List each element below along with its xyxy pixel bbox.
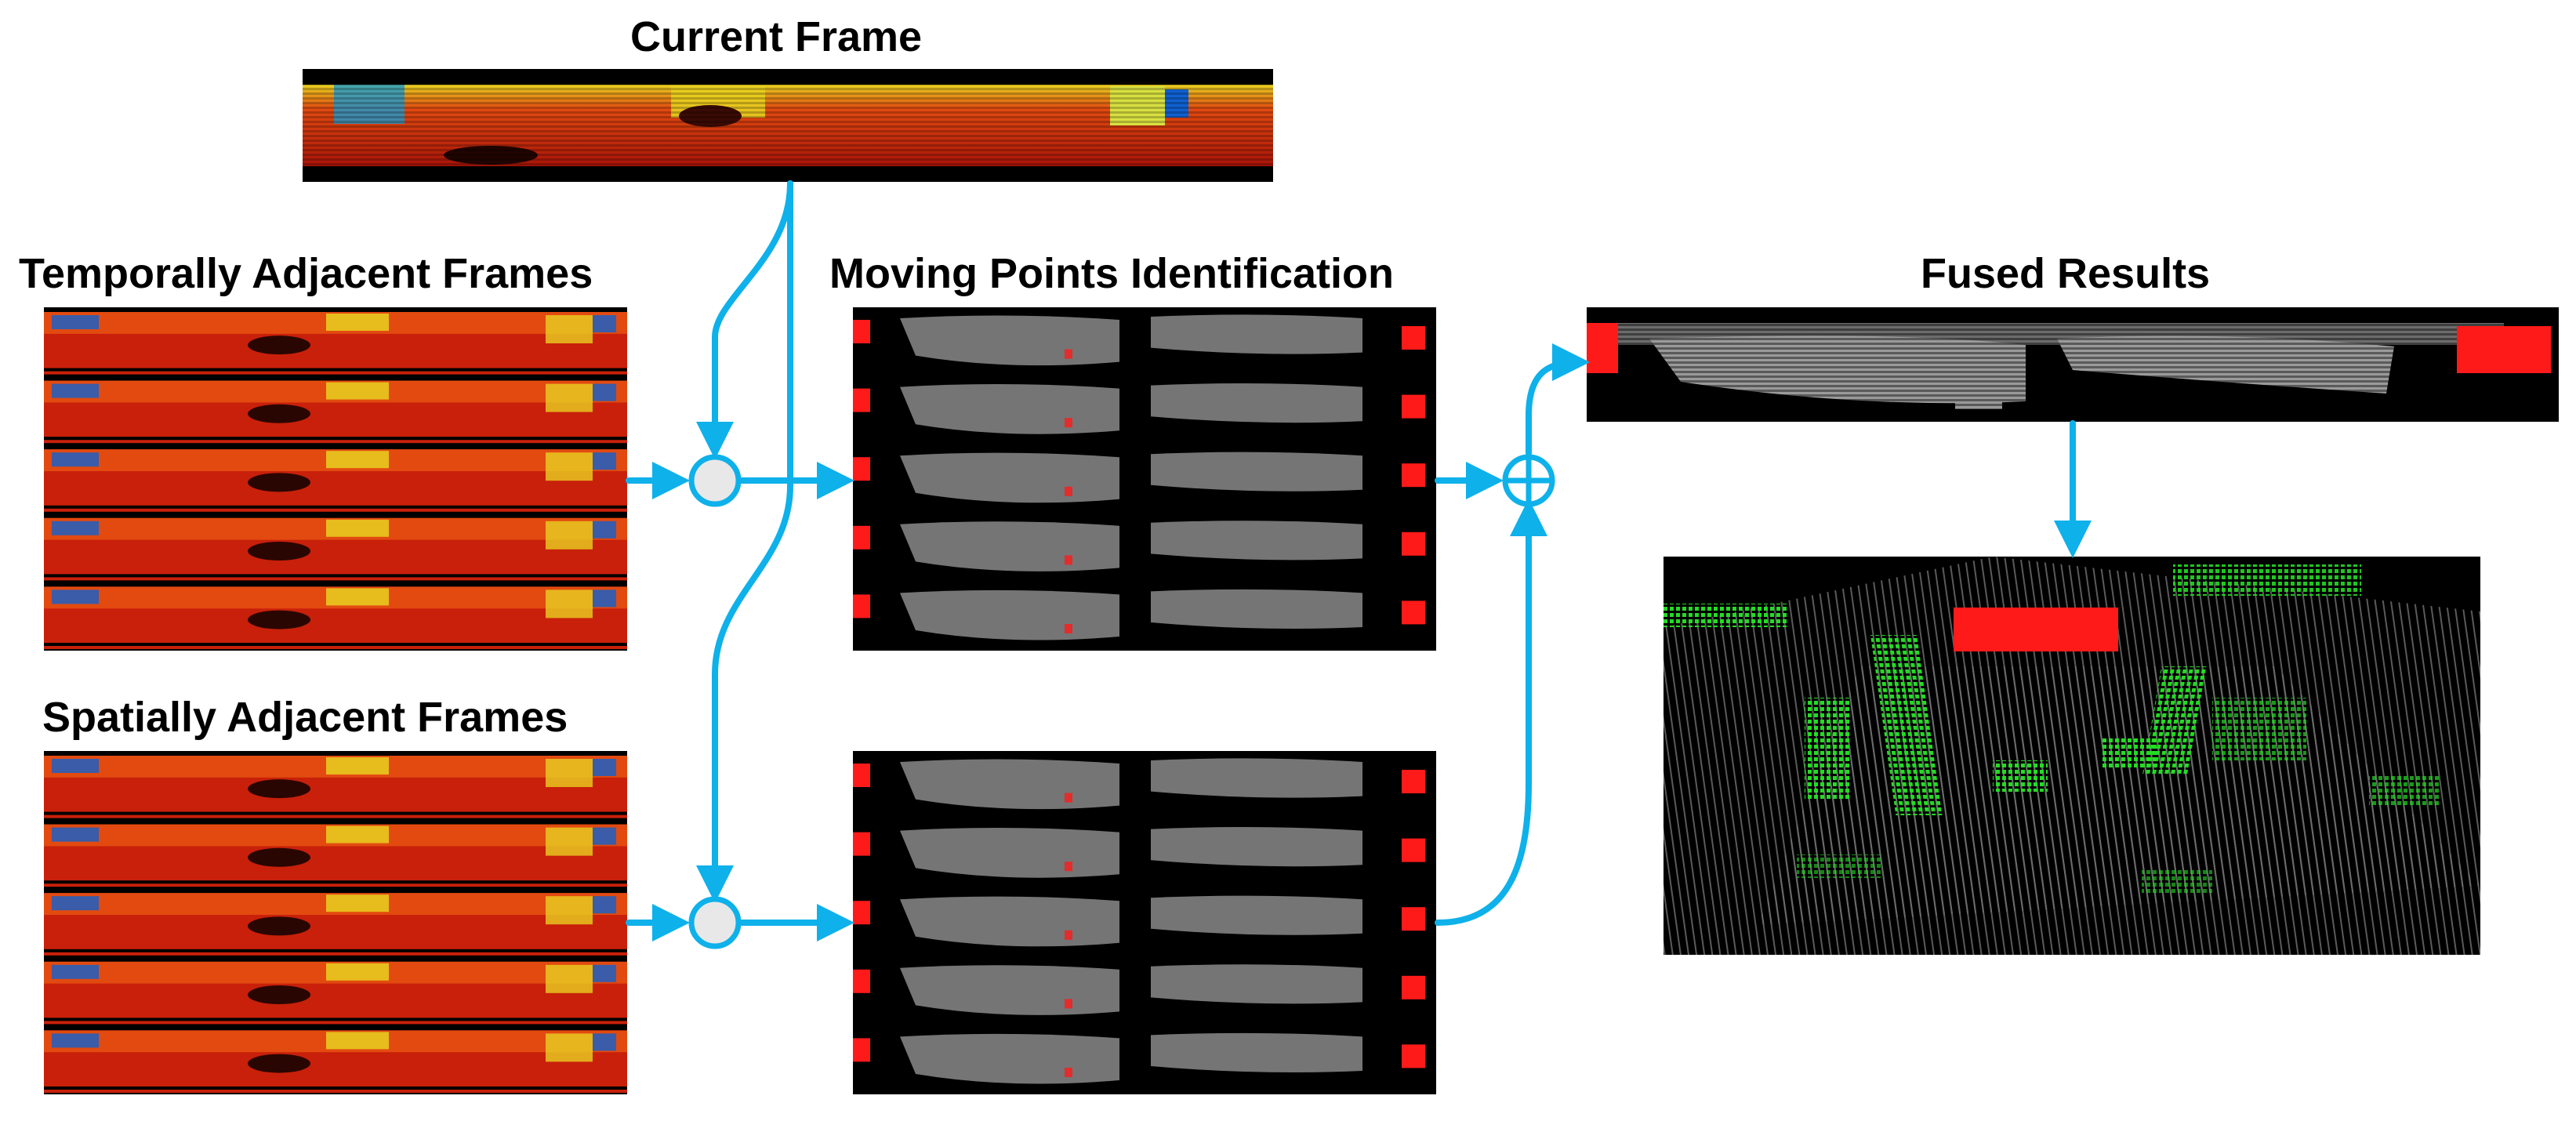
temporal-frame-strip (44, 449, 627, 512)
moving-spatial-strip (853, 827, 1425, 878)
arrow-current-to-temporal-node (696, 180, 793, 459)
temporal-frame-strip (44, 380, 627, 444)
temporal-frame-strip (44, 517, 627, 581)
arrow-fusion-to-fused (1526, 343, 1590, 456)
moving-points-temporal (853, 307, 1436, 651)
fused-range-image (1587, 307, 2559, 422)
fused-3d-pointcloud (1664, 557, 2480, 955)
current-frame-label: Current Frame (630, 13, 923, 60)
moving-temporal-strip (853, 452, 1425, 503)
moving-spatial-strip (853, 964, 1425, 1015)
spatial-frame-strip (44, 961, 627, 1025)
spatial-frames-stack (44, 751, 627, 1094)
temporal-frame-strip (44, 586, 627, 649)
moving-temporal-strip (853, 589, 1425, 640)
moving-points-label: Moving Points Identification (829, 250, 1394, 297)
current-frame-image (303, 69, 1273, 182)
temporal-compare-node (688, 454, 742, 507)
moving-temporal-strip (853, 521, 1425, 571)
arrow-current-to-spatial-node (696, 180, 793, 903)
moving-spatial-strip (853, 758, 1425, 810)
spatial-frame-strip (44, 824, 627, 887)
moving-points-spatial (853, 751, 1436, 1094)
moving-temporal-strip (853, 383, 1425, 434)
spatial-frame-strip (44, 893, 627, 956)
spatial-compare-node (688, 896, 742, 949)
arrow-moving-spatial-to-fusion (1435, 499, 1547, 926)
moving-spatial-strip (853, 895, 1425, 947)
temporal-frames-label: Temporally Adjacent Frames (19, 250, 593, 297)
moving-spatial-strip (853, 1032, 1425, 1084)
fused-results-label: Fused Results (1921, 250, 2211, 297)
temporal-frame-strip (44, 312, 627, 375)
temporal-frames-stack (44, 307, 627, 651)
spatial-frame-strip (44, 756, 627, 818)
moving-temporal-strip (853, 314, 1425, 366)
spatial-frame-strip (44, 1030, 627, 1093)
spatial-frames-label: Spatially Adjacent Frames (42, 694, 568, 741)
fusion-node (1502, 454, 1555, 507)
